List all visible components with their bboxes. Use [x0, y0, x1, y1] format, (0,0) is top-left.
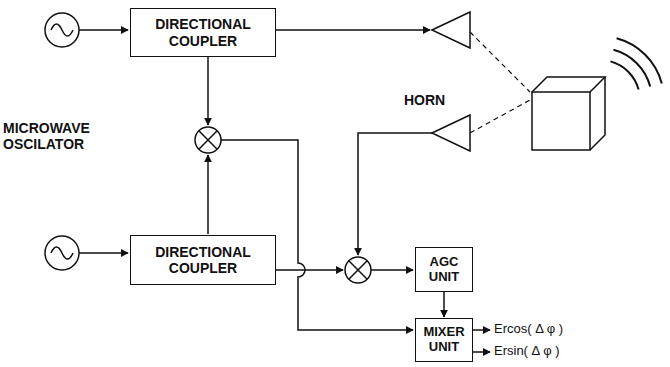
beam-line: [470, 32, 530, 92]
process-box: MIXER UNIT: [415, 318, 473, 362]
signal-line: [473, 329, 490, 331]
box-label: DIRECTIONAL COUPLER: [134, 244, 272, 276]
signal-line: [79, 252, 128, 254]
signal-line: [207, 155, 209, 234]
horn-antenna: [432, 115, 470, 151]
signal-line: [79, 29, 128, 31]
beam-line: [470, 100, 530, 133]
output-signal: Ercos( Δ φ ): [494, 322, 563, 337]
signal-arrow: [443, 292, 445, 317]
horn-label: HORN: [404, 92, 445, 108]
signal-line: [207, 57, 209, 125]
oscillator-symbol: [45, 236, 79, 270]
output-signal: Ersin( Δ φ ): [494, 344, 560, 359]
mixer-symbol: [345, 257, 371, 283]
oscillator-label: MICROWAVE OSCILATOR: [3, 120, 115, 152]
box-label: MIXER UNIT: [419, 325, 469, 355]
mixer-symbol: [195, 127, 221, 153]
process-box: DIRECTIONAL COUPLER: [130, 8, 276, 57]
signal-line: [276, 29, 430, 31]
signal-line: [473, 351, 490, 353]
box-label: AGC UNIT: [419, 255, 469, 285]
wave-arcs: [610, 38, 661, 89]
target-cube: [532, 77, 605, 150]
horn-antenna: [432, 12, 470, 48]
process-box: AGC UNIT: [415, 247, 473, 292]
signal-line: [371, 269, 413, 271]
process-box: DIRECTIONAL COUPLER: [130, 235, 276, 285]
signal-line: [276, 269, 343, 271]
oscillator-symbol: [45, 13, 79, 47]
signal-line: [358, 133, 432, 255]
box-label: DIRECTIONAL COUPLER: [134, 16, 272, 48]
